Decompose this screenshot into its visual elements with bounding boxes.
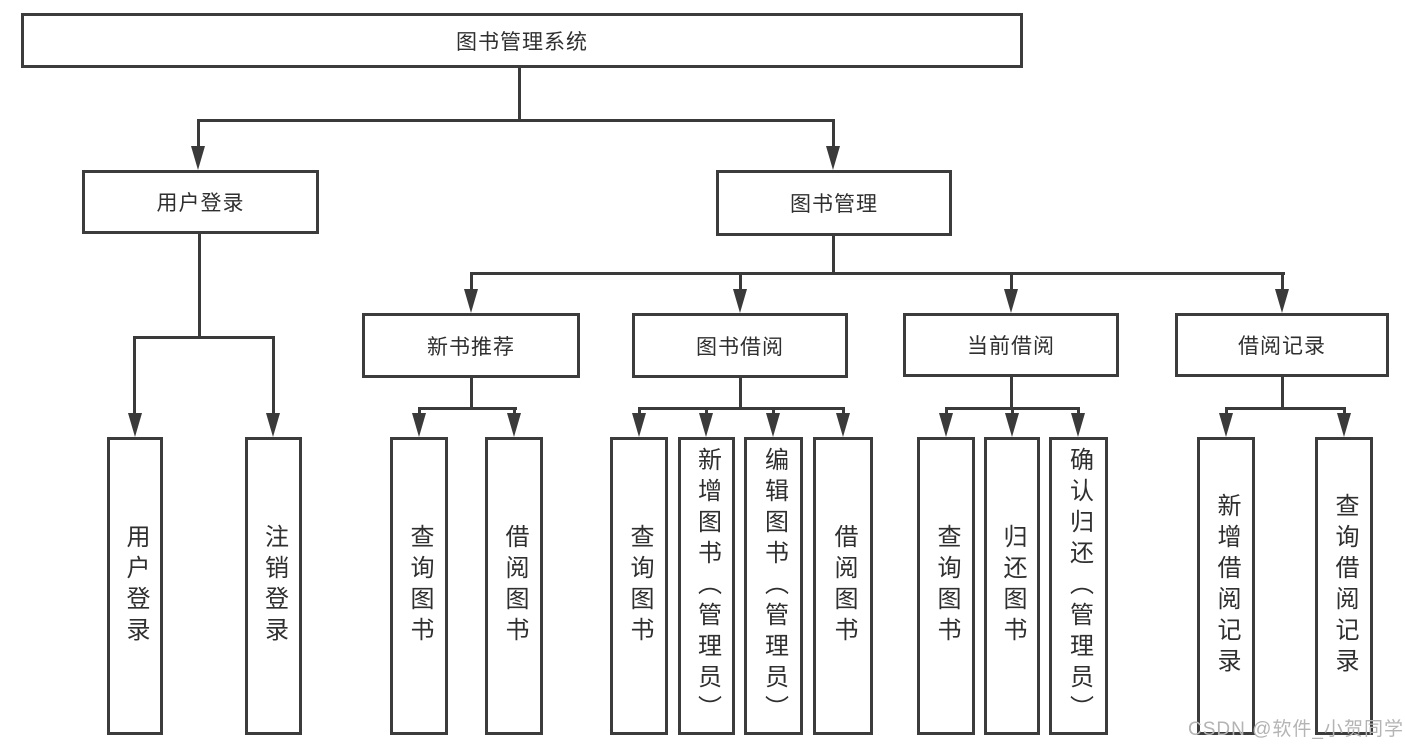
node-root: 图书管理系统 [21, 13, 1023, 68]
arrow-down-icon [733, 289, 747, 313]
arrow-down-icon [1337, 413, 1351, 437]
connector-vline [772, 407, 775, 416]
connector-vline [418, 407, 421, 416]
node-leaf-edit-book-admin: 编辑图书（管理员） [744, 437, 803, 735]
connector-vline [272, 336, 275, 415]
arrow-down-icon [699, 413, 713, 437]
connector-hline [638, 407, 845, 410]
arrow-down-icon [1071, 413, 1085, 437]
connector-vline [638, 407, 641, 416]
connector-vline [945, 407, 948, 416]
node-label: 查询图书 [626, 524, 653, 648]
connector-vline [133, 336, 136, 415]
connector-vline [705, 407, 708, 416]
node-label: 归还图书 [999, 524, 1026, 648]
csdn-watermark: CSDN @软件_小贺同学 [1188, 719, 1404, 740]
node-leaf-add-borrow-record: 新增借阅记录 [1197, 437, 1255, 735]
arrow-down-icon [1005, 413, 1019, 437]
arrow-down-icon [507, 413, 521, 437]
node-leaf-query-books-borrowing: 查询图书 [610, 437, 668, 735]
connector-vline [1010, 272, 1013, 291]
connector-vline [1281, 272, 1284, 291]
connector-vline [1343, 407, 1346, 416]
connector-hline [133, 336, 275, 339]
connector-vline [513, 407, 516, 416]
arrow-down-icon [826, 146, 840, 170]
connector-vline [1077, 407, 1080, 416]
arrow-down-icon [939, 413, 953, 437]
node-label: 新增借阅记录 [1213, 493, 1240, 679]
connector-vline [832, 236, 835, 275]
node-leaf-query-borrow-record: 查询借阅记录 [1315, 437, 1373, 735]
connector-vline [1225, 407, 1228, 416]
connector-vline [842, 407, 845, 416]
node-new-book-recommend: 新书推荐 [362, 313, 580, 378]
connector-hline [470, 272, 1285, 275]
connector-vline [197, 119, 200, 148]
arrow-down-icon [464, 289, 478, 313]
node-leaf-return-book: 归还图书 [984, 437, 1040, 735]
node-label: 查询图书 [406, 524, 433, 648]
node-leaf-borrow-books-recommend: 借阅图书 [485, 437, 543, 735]
node-label: 用户登录 [156, 192, 245, 215]
connector-vline [1010, 377, 1013, 410]
arrow-down-icon [836, 413, 850, 437]
connector-vline [470, 272, 473, 291]
node-label: 查询图书 [933, 524, 960, 648]
node-leaf-user-login: 用户登录 [107, 437, 163, 735]
node-leaf-query-books-recommend: 查询图书 [390, 437, 448, 735]
connector-vline [518, 68, 521, 122]
node-label: 图书借阅 [696, 335, 784, 359]
node-label: 借阅记录 [1238, 335, 1326, 358]
node-label: 图书管理 [790, 193, 878, 216]
node-label: 确认归还（管理员） [1065, 446, 1093, 726]
connector-vline [739, 378, 742, 410]
node-book-borrowing: 图书借阅 [632, 313, 848, 378]
node-label: 新增图书（管理员） [693, 446, 721, 726]
node-label: 当前借阅 [967, 335, 1055, 358]
arrow-down-icon [632, 413, 646, 437]
node-user-login: 用户登录 [82, 170, 319, 234]
node-label: 借阅图书 [501, 524, 528, 648]
arrow-down-icon [266, 413, 280, 437]
connector-vline [470, 378, 473, 410]
node-leaf-query-books-current: 查询图书 [917, 437, 975, 735]
connector-vline [739, 272, 742, 291]
connector-hline [197, 119, 835, 122]
connector-hline [418, 407, 517, 410]
arrow-down-icon [1004, 289, 1018, 313]
connector-vline [1011, 407, 1014, 416]
node-root-label: 图书管理系统 [456, 30, 588, 54]
connector-hline [1225, 407, 1346, 410]
node-current-borrowing: 当前借阅 [903, 313, 1119, 377]
arrow-down-icon [128, 413, 142, 437]
arrow-down-icon [1219, 413, 1233, 437]
node-label: 查询借阅记录 [1331, 493, 1358, 679]
arrow-down-icon [766, 413, 780, 437]
node-label: 新书推荐 [427, 335, 515, 359]
node-leaf-confirm-return-admin: 确认归还（管理员） [1049, 437, 1108, 735]
arrow-down-icon [191, 146, 205, 170]
node-label: 编辑图书（管理员） [760, 446, 788, 726]
node-borrowing-records: 借阅记录 [1175, 313, 1389, 377]
connector-vline [1281, 377, 1284, 410]
node-label: 用户登录 [122, 524, 149, 648]
node-label: 注销登录 [260, 524, 288, 648]
node-label: 借阅图书 [830, 524, 857, 648]
node-leaf-borrow-books-borrowing: 借阅图书 [813, 437, 873, 735]
node-book-management: 图书管理 [716, 170, 952, 236]
arrow-down-icon [1275, 289, 1289, 313]
arrow-down-icon [412, 413, 426, 437]
node-leaf-logout: 注销登录 [245, 437, 302, 735]
node-leaf-add-book-admin: 新增图书（管理员） [678, 437, 735, 735]
connector-vline [832, 119, 835, 148]
connector-vline [198, 234, 201, 339]
